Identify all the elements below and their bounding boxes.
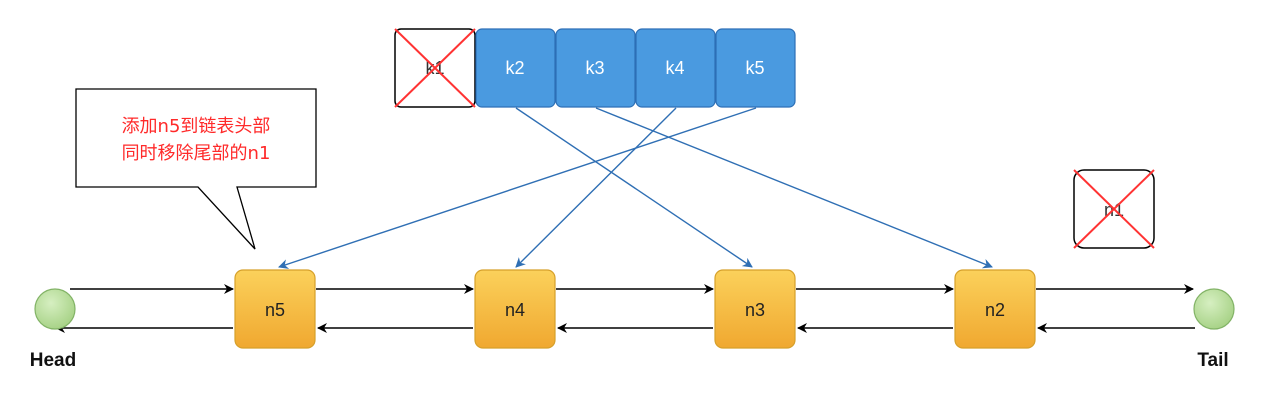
list-nodes: n5 n4 n3 n2 bbox=[234, 269, 1036, 349]
mapping-arrow-k5-n5 bbox=[278, 107, 757, 269]
callout-line-1: 添加n5到链表头部 bbox=[122, 116, 271, 137]
callout-line-2: 同时移除尾部的n1 bbox=[122, 143, 271, 164]
cross-icon bbox=[394, 28, 476, 108]
tail-circle bbox=[1193, 288, 1235, 330]
list-links bbox=[55, 284, 1195, 333]
removed-key: k1 bbox=[394, 28, 476, 108]
callout: 添加n5到链表头部 同时移除尾部的n1 bbox=[75, 88, 317, 250]
head-circle bbox=[34, 288, 76, 330]
list-node-label: n2 bbox=[985, 300, 1005, 320]
key-k4-box bbox=[635, 28, 716, 108]
list-node-n4: n4 bbox=[474, 269, 556, 349]
list-node-box bbox=[714, 269, 796, 349]
key-k2-box bbox=[475, 28, 556, 108]
mapping-arrow-k4-n4 bbox=[515, 107, 677, 268]
list-node-label: n4 bbox=[505, 300, 525, 320]
key-k3-label: k3 bbox=[585, 58, 604, 78]
key-k2-label: k2 bbox=[505, 58, 524, 78]
list-node-box bbox=[474, 269, 556, 349]
key-k5-label: k5 bbox=[745, 58, 764, 78]
tail-sentinel: Tail bbox=[1193, 288, 1235, 371]
list-node-n2: n2 bbox=[954, 269, 1036, 349]
list-node-box bbox=[954, 269, 1036, 349]
key-k2: k2 bbox=[475, 28, 556, 108]
mapping-arrow-k3-n2 bbox=[595, 107, 993, 269]
tail-label: Tail bbox=[1197, 350, 1228, 371]
key-k5: k5 bbox=[715, 28, 796, 108]
mapping-arrows bbox=[278, 107, 993, 269]
head-sentinel: Head bbox=[30, 288, 76, 371]
removed-node: n1 bbox=[1073, 169, 1155, 249]
list-node-n5: n5 bbox=[234, 269, 316, 349]
callout-bubble bbox=[75, 88, 317, 250]
list-node-box bbox=[234, 269, 316, 349]
key-k5-box bbox=[715, 28, 796, 108]
cross-icon bbox=[1073, 169, 1155, 249]
key-k3-box bbox=[555, 28, 636, 108]
list-node-n3: n3 bbox=[714, 269, 796, 349]
head-label: Head bbox=[30, 350, 76, 371]
key-k4-label: k4 bbox=[665, 58, 684, 78]
list-node-label: n5 bbox=[265, 300, 285, 320]
key-k3: k3 bbox=[555, 28, 636, 108]
mapping-arrow-k2-n3 bbox=[515, 107, 753, 268]
list-node-label: n3 bbox=[745, 300, 765, 320]
key-row: k1 k2 k3 k4 k5 bbox=[394, 28, 796, 108]
key-k4: k4 bbox=[635, 28, 716, 108]
